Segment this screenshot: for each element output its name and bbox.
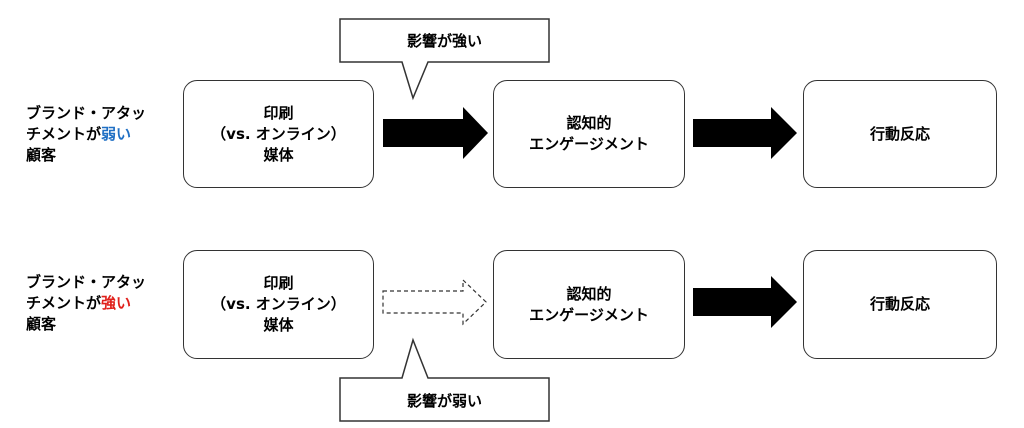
action-box-text: 行動反応 xyxy=(869,295,930,313)
arrow-media-to-engagement-row1 xyxy=(383,107,488,159)
arrow-engagement-to-action-row1 xyxy=(693,107,797,159)
media-box-line1: 印刷 xyxy=(263,103,294,122)
callout-text-strong: 影響が強い xyxy=(406,32,482,50)
customer-label-weak: ブランド・アタッ チメントが弱い 顧客 xyxy=(26,103,146,166)
customer-label-highlight: 弱い xyxy=(101,125,132,143)
action-box-text: 行動反応 xyxy=(869,124,930,143)
media-box-row2: 印刷 （vs. オンライン） 媒体 xyxy=(183,250,374,359)
media-box-line3: 媒体 xyxy=(263,145,294,164)
action-box-row1: 行動反応 xyxy=(803,80,997,188)
engagement-box-row2: 認知的 エンゲージメント xyxy=(493,250,685,359)
customer-label-line1: ブランド・アタッ xyxy=(26,273,147,291)
engagement-box-line2: エンゲージメント xyxy=(529,135,649,153)
media-box-line3: 媒体 xyxy=(263,316,294,334)
customer-label-line1: ブランド・アタッ xyxy=(26,104,147,122)
action-box-row2: 行動反応 xyxy=(803,250,997,359)
arrow-media-to-engagement-row2 xyxy=(382,278,487,326)
engagement-box-line1: 認知的 xyxy=(566,114,612,132)
media-box-line2: （vs. オンライン） xyxy=(211,295,346,313)
callout-bubble-strong xyxy=(339,18,550,101)
customer-label-line2: チメントが弱い xyxy=(26,124,146,145)
customer-label-line2: チメントが強い xyxy=(26,293,146,314)
customer-label-strong: ブランド・アタッ チメントが強い 顧客 xyxy=(26,272,146,335)
media-box-line2: （vs. オンライン） xyxy=(211,124,346,143)
customer-label-highlight: 強い xyxy=(101,294,132,312)
customer-label-line2-prefix: チメントが xyxy=(26,125,102,143)
customer-label-line2-prefix: チメントが xyxy=(26,294,102,312)
customer-label-line3: 顧客 xyxy=(26,146,57,164)
media-box-line1: 印刷 xyxy=(263,274,294,292)
arrow-engagement-to-action-row2 xyxy=(693,276,797,328)
callout-bubble-weak xyxy=(339,337,550,422)
callout-text-weak: 影響が弱い xyxy=(406,392,482,410)
customer-label-line3: 顧客 xyxy=(26,315,57,333)
engagement-box-row1: 認知的 エンゲージメント xyxy=(493,80,685,188)
engagement-box-line2: エンゲージメント xyxy=(529,305,649,324)
media-box-row1: 印刷 （vs. オンライン） 媒体 xyxy=(183,80,374,188)
engagement-box-line1: 認知的 xyxy=(566,284,612,303)
